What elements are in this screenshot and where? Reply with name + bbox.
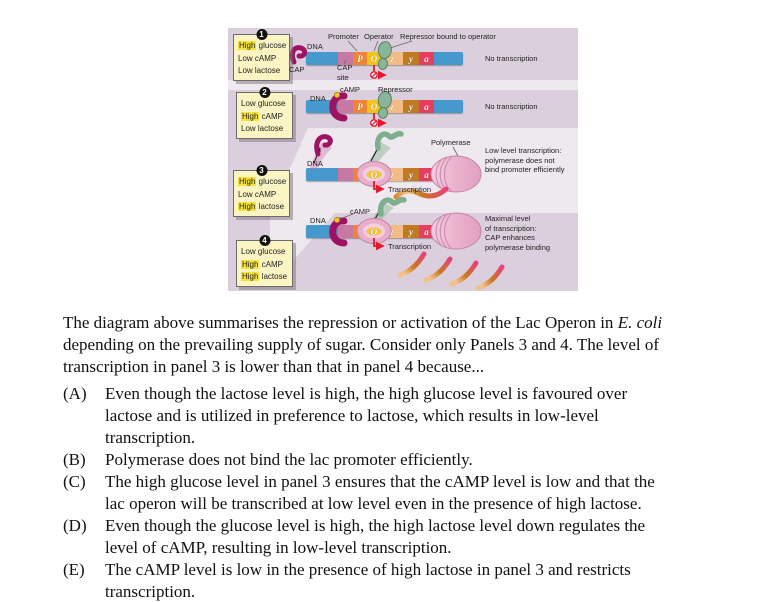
question-line-1: The diagram above summarises the repress… xyxy=(63,313,618,332)
promoter-label: Promoter xyxy=(328,32,359,41)
option-d-label: (D) xyxy=(63,516,87,535)
question-line-3: transcription in panel 3 is lower than t… xyxy=(63,357,485,376)
repressor-bound-label: Repressor bound to operator xyxy=(400,32,496,41)
dna-bar-panel-2: P O z y a xyxy=(306,100,463,113)
operator-segment: O xyxy=(367,52,381,65)
lac-operon-diagram: 1 High glucose Low cAMP Low lactose 2 Lo… xyxy=(228,28,578,291)
panel-2-result: No transcription xyxy=(485,102,538,111)
dna-label: DNA xyxy=(307,42,323,51)
option-a-text: Even though the lactose level is high, t… xyxy=(105,384,628,447)
note-line: Low glucose xyxy=(241,99,286,108)
gene-z-segment: z xyxy=(381,52,403,65)
mrna-strand xyxy=(449,260,479,287)
note-line: Low lactose xyxy=(241,124,284,133)
panel-4-result: Maximal level of transcription: CAP enha… xyxy=(485,214,551,252)
cap-label: CAP xyxy=(289,65,305,74)
option-b[interactable]: (B) Polymerase does not bind the lac pro… xyxy=(63,449,753,471)
panel-2-number: 2 xyxy=(259,87,270,98)
gene-a-segment: a xyxy=(419,52,434,65)
question-text: The diagram above summarises the repress… xyxy=(63,312,738,378)
mrna-strand xyxy=(397,251,427,278)
option-d[interactable]: (D) Even though the glucose level is hig… xyxy=(63,515,753,559)
gene-a-segment: a xyxy=(419,100,434,113)
condition-note-2: 2 Low glucose High cAMP Low lactose xyxy=(236,87,293,139)
mrna-strand xyxy=(423,256,453,283)
note-line: High lactose xyxy=(241,272,288,281)
transcription-label: Transcription xyxy=(388,185,432,194)
note-line: High glucose xyxy=(238,177,287,186)
promoter-segment: P xyxy=(353,100,367,113)
dna-label: DNA xyxy=(310,216,326,225)
option-d-text: Even though the glucose level is high, t… xyxy=(105,516,646,557)
operator-segment: O xyxy=(367,100,381,113)
operator-letter-panel-3: O xyxy=(370,169,378,180)
polymerase-label: Polymerase xyxy=(431,138,471,147)
condition-note-1: 1 High glucose Low cAMP Low lactose xyxy=(233,29,290,81)
gene-y-segment: y xyxy=(403,168,419,181)
option-a[interactable]: (A) Even though the lactose level is hig… xyxy=(63,383,753,449)
repressor-label: Repressor xyxy=(378,85,413,94)
note-line: Low cAMP xyxy=(238,53,277,63)
option-b-label: (B) xyxy=(63,450,86,469)
gene-z-segment: z xyxy=(381,100,403,113)
promoter-segment: P xyxy=(353,168,367,181)
promoter-segment: P xyxy=(353,225,367,238)
camp-label: cAMP xyxy=(350,207,371,216)
mrna-strand xyxy=(475,264,505,291)
gene-a-segment: a xyxy=(419,225,434,238)
gene-y-segment: y xyxy=(403,225,419,238)
cap-site-label: CAP site xyxy=(337,63,353,82)
option-c[interactable]: (C) The high glucose level in panel 3 en… xyxy=(63,471,753,515)
option-e-text: The cAMP level is low in the presence of… xyxy=(105,560,631,601)
note-line: Low cAMP xyxy=(238,189,277,199)
note-line: Low glucose xyxy=(241,247,286,256)
option-c-text: The high glucose level in panel 3 ensure… xyxy=(105,472,655,513)
promoter-segment: P xyxy=(353,52,367,65)
cap-site-segment xyxy=(338,100,353,113)
note-line: High lactose xyxy=(238,202,285,211)
panel-3-result: Low level transcription: polymerase does… xyxy=(485,146,565,174)
panel-divider xyxy=(228,80,578,90)
note-line: Low lactose xyxy=(238,66,281,75)
blocked-transcription-arrow xyxy=(370,65,387,80)
option-e[interactable]: (E) The cAMP level is low in the presenc… xyxy=(63,559,753,602)
note-line: High glucose xyxy=(238,41,287,50)
cap-site-segment xyxy=(338,168,353,181)
dna-label: DNA xyxy=(307,159,323,168)
dna-bar-panel-1: P O z y a xyxy=(306,52,463,65)
panel-3-number: 3 xyxy=(256,165,267,176)
condition-note-3: 3 High glucose Low cAMP High lactose xyxy=(233,165,290,217)
gene-y-segment: y xyxy=(403,52,419,65)
gene-z-segment: z xyxy=(381,168,403,181)
blocked-transcription-arrow xyxy=(370,113,387,128)
gene-y-segment: y xyxy=(403,100,419,113)
cap-site-segment xyxy=(338,52,353,65)
panel-1-result: No transcription xyxy=(485,54,538,63)
dna-bar-panel-3: P z y a xyxy=(306,168,463,181)
answer-options: (A) Even though the lactose level is hig… xyxy=(63,383,753,602)
dna-bar-panel-4: P z y a xyxy=(306,225,463,238)
species-name: E. coli xyxy=(617,313,663,332)
cap-site-segment xyxy=(338,225,353,238)
operator-label: Operator xyxy=(364,32,394,41)
option-c-label: (C) xyxy=(63,472,86,491)
option-b-text: Polymerase does not bind the lac promote… xyxy=(105,450,473,469)
gene-z-segment: z xyxy=(381,225,403,238)
option-a-label: (A) xyxy=(63,384,87,403)
note-line: High cAMP xyxy=(241,111,284,121)
transcription-arrow xyxy=(373,238,385,251)
camp-label: cAMP xyxy=(340,85,361,94)
condition-note-4: 4 Low glucose High cAMP High lactose xyxy=(236,235,293,287)
note-line: High cAMP xyxy=(241,259,284,269)
option-e-label: (E) xyxy=(63,560,85,579)
question-line-2: depending on the prevailing supply of su… xyxy=(63,335,659,354)
transcription-label: Transcription xyxy=(388,242,432,251)
gene-a-segment: a xyxy=(419,168,434,181)
operator-letter-panel-4: O xyxy=(370,226,378,237)
cap-protein-icon xyxy=(289,45,308,65)
dna-label: DNA xyxy=(310,94,326,103)
panel-4-number: 4 xyxy=(259,235,270,246)
panel-1-number: 1 xyxy=(256,29,267,40)
